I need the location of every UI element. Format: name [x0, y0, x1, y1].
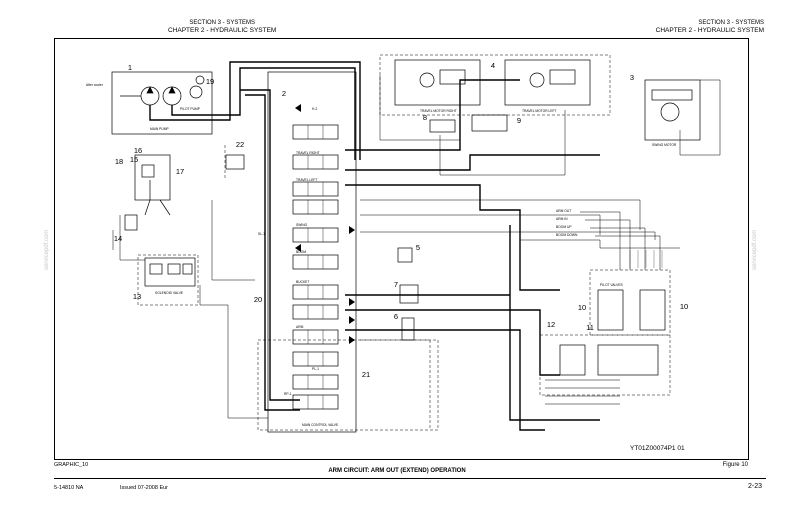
callout-4: 4 [491, 61, 495, 70]
label-arm-in: ARM IN [556, 217, 568, 221]
main-control-valve-frame [267, 71, 357, 433]
label-bucket: BUCKET [296, 280, 309, 284]
label-pl1: PL-1 [312, 367, 319, 371]
callout-9: 9 [517, 116, 521, 125]
graphic-ref: GRAPHIC_10 [54, 462, 89, 468]
travel-motor-left [504, 59, 591, 106]
issued-date: Issued 07-2008 Eur [120, 485, 169, 491]
header-left-section: SECTION 3 - SYSTEMS [189, 20, 256, 26]
callout-20: 20 [254, 295, 262, 304]
figure-label: Figure 10 [722, 462, 748, 468]
callout-1: 1 [128, 63, 132, 72]
label-boom-down: BOOM DOWN [556, 233, 578, 237]
header-right-chapter: CHAPTER 2 - HYDRAULIC SYSTEM [655, 27, 764, 34]
header-left-chapter: CHAPTER 2 - HYDRAULIC SYSTEM [168, 27, 277, 34]
label-travel-left: TRAVEL LEFT [296, 178, 317, 182]
label-main-control-valve: MAIN CONTROL VALVE [302, 423, 339, 427]
callout-14: 14 [114, 234, 122, 243]
label-sl: SL-1 [258, 232, 265, 236]
callout-17: 17 [176, 167, 184, 176]
header-left: SECTION 3 - SYSTEMS CHAPTER 2 - HYDRAULI… [168, 20, 276, 34]
travel-motor-right [394, 59, 481, 106]
callout-2: 2 [282, 89, 286, 98]
diagram-frame [54, 38, 749, 460]
callout-3: 3 [630, 73, 634, 82]
pilot-pump-symbol [189, 85, 203, 99]
figure-caption: ARM CIRCUIT: ARM OUT (EXTEND) OPERATION [328, 468, 466, 474]
swing-motor [644, 79, 701, 141]
label-boom: BOOM [296, 250, 306, 254]
callout-21: 21 [362, 370, 370, 379]
label-h2: H-2 [312, 107, 317, 111]
label-after-cooler: After cooler [86, 83, 104, 87]
callout-22: 22 [236, 140, 244, 149]
callout-11: 11 [586, 323, 594, 332]
callout-5: 5 [416, 243, 420, 252]
doc-number: 5-14810 NA [54, 485, 84, 491]
label-arm: ARM [296, 325, 304, 329]
footer-rule [54, 478, 766, 479]
page-number: 2-23 [747, 483, 762, 490]
callout-16: 16 [134, 146, 142, 155]
callout-group: 1 2 3 4 5 6 7 8 9 10 10 11 12 13 14 15 1… [114, 61, 688, 379]
label-solenoid-valve: SOLENOID VALVE [155, 291, 184, 295]
callout-19: 19 [206, 77, 214, 86]
callout-7: 7 [394, 280, 398, 289]
header-right-section: SECTION 3 - SYSTEMS [698, 20, 764, 26]
callout-6: 6 [394, 312, 398, 321]
pilot-valve-right [597, 289, 624, 331]
callout-10a: 10 [578, 303, 586, 312]
main-pump-group [111, 71, 213, 135]
component-labels: After cooler MAIN PUMP PILOT PUMP H-2 TR… [86, 83, 677, 427]
label-travel-motor-right: TRAVEL MOTOR RIGHT [420, 109, 457, 113]
label-travel-right: TRAVEL RIGHT [296, 151, 320, 155]
label-travel-motor-left: TRAVEL MOTOR LEFT [522, 109, 557, 113]
label-pilot-valves: PILOT VALVES [600, 283, 624, 287]
label-swing: SWING [296, 223, 308, 227]
callout-8: 8 [423, 113, 427, 122]
header-right: SECTION 3 - SYSTEMS CHAPTER 2 - HYDRAULI… [656, 20, 764, 34]
solenoid-valve-block [144, 257, 196, 287]
label-rp1: RP-1 [284, 392, 292, 396]
callout-15: 15 [130, 155, 138, 164]
drawing-id: YT01Z00074P1 01 [630, 445, 685, 452]
pilot-valve-left [639, 289, 666, 331]
hydraulic-reservoir [134, 154, 171, 201]
callout-13: 13 [133, 292, 141, 301]
valve-spools [292, 124, 339, 410]
label-pilot-pump: PILOT PUMP [180, 107, 201, 111]
callout-10b: 10 [680, 302, 688, 311]
label-main-pump: MAIN PUMP [150, 127, 169, 131]
label-boom-up: BOOM UP [556, 225, 572, 229]
callout-12: 12 [547, 320, 555, 329]
callout-18: 18 [115, 157, 123, 166]
label-swing-motor: SWING MOTOR [652, 143, 677, 147]
label-arm-out: ARM OUT [556, 209, 571, 213]
